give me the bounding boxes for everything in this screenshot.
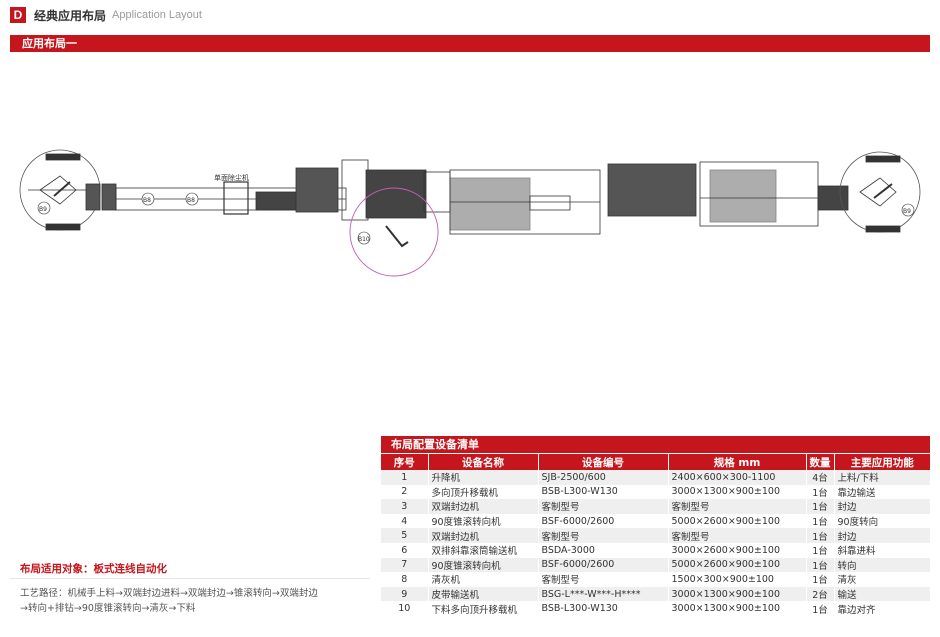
cell-index: 4	[381, 513, 429, 529]
cell-spec: 客制型号	[668, 499, 807, 514]
cell-code: BSB-L300-W130	[538, 484, 669, 500]
route-line-2: →转向+排钻→90度锥滚转向→清灰→下料	[20, 603, 196, 614]
cell-qty: 1台	[806, 542, 835, 558]
cell-qty: 1台	[806, 484, 835, 500]
apply-target: 布局适用对象：板式连线自动化	[20, 563, 167, 575]
page-title: 经典应用布局	[34, 8, 107, 23]
cell-code: BSF-6000/2600	[538, 513, 669, 529]
cell-function: 上料/下料	[834, 470, 930, 485]
cell-qty: 1台	[806, 572, 835, 587]
cell-code: 客制型号	[538, 499, 669, 514]
cell-spec: 3000×1300×900±100	[668, 601, 807, 616]
section-title-bar: 应用布局一	[10, 35, 930, 52]
cell-spec: 3000×1300×900±100	[668, 484, 807, 500]
cell-name: 双端封边机	[428, 499, 539, 514]
cell-spec: 3000×1300×900±100	[668, 586, 807, 602]
cell-code: BSF-6000/2600	[538, 557, 669, 573]
cell-function: 输送	[834, 586, 930, 602]
cell-code: BSB-L300-W130	[538, 601, 669, 616]
cell-index: 5	[381, 528, 429, 543]
cell-spec: 2400×600×300-1100	[668, 470, 807, 485]
table-header-row: 序号 设备名称 设备编号 规格 mm 数量 主要应用功能	[381, 453, 930, 470]
cell-name: 皮带输送机	[428, 586, 539, 602]
cell-index: 2	[381, 484, 429, 500]
cell-qty: 1台	[806, 513, 835, 529]
equipment-table-title: 布局配置设备清单	[381, 436, 930, 453]
cell-spec: 1500×300×900±100	[668, 572, 807, 587]
col-header-function: 主要应用功能	[834, 453, 930, 470]
cell-index: 6	[381, 542, 429, 558]
cell-function: 90度转向	[834, 513, 930, 529]
cell-code: 客制型号	[538, 572, 669, 587]
cell-index: 10	[381, 601, 429, 616]
cell-name: 多向顶升移载机	[428, 484, 539, 500]
cell-qty: 2台	[806, 586, 835, 602]
cell-name: 90度锥滚转向机	[428, 557, 539, 573]
label-b8-b: B8	[187, 197, 195, 204]
cell-function: 封边	[834, 528, 930, 543]
cell-code: BSG-L***-W***-H****	[538, 586, 669, 602]
cell-function: 靠边对齐	[834, 601, 930, 616]
cell-name: 升降机	[428, 470, 539, 485]
col-header-name: 设备名称	[428, 453, 539, 470]
cell-qty: 1台	[806, 557, 835, 573]
col-header-spec: 规格 mm	[668, 453, 807, 470]
route-line-1: 工艺路径：机械手上料→双端封边进料→双端封边→锥滚转向→双端封边	[20, 588, 318, 599]
cell-code: BSDA-3000	[538, 542, 669, 558]
col-header-qty: 数量	[806, 453, 835, 470]
layout-diagram: 单面除尘机 B9 B8 B8 B10 B9	[19, 149, 921, 277]
process-route: 工艺路径：机械手上料→双端封边进料→双端封边→锥滚转向→双端封边 →转向+排钻→…	[20, 586, 350, 616]
col-header-code: 设备编号	[538, 453, 669, 470]
page-subtitle: Application Layout	[112, 9, 202, 21]
label-b10: B10	[358, 236, 370, 243]
label-b9-right: B9	[903, 208, 911, 215]
label-dust-remover: 单面除尘机	[214, 173, 249, 182]
cell-index: 3	[381, 499, 429, 514]
cell-name: 90度锥滚转向机	[428, 513, 539, 529]
cell-name: 下料多向顶升移载机	[428, 601, 539, 616]
cell-function: 转向	[834, 557, 930, 573]
cell-spec: 3000×2600×900±100	[668, 542, 807, 558]
cell-name: 清灰机	[428, 572, 539, 587]
divider	[10, 578, 370, 579]
cell-qty: 1台	[806, 528, 835, 543]
cell-index: 7	[381, 557, 429, 573]
cell-index: 1	[381, 470, 429, 485]
cell-spec: 5000×2600×900±100	[668, 557, 807, 573]
cell-spec: 客制型号	[668, 528, 807, 543]
cell-function: 靠边输送	[834, 484, 930, 500]
cell-qty: 1台	[806, 499, 835, 514]
label-b9-left: B9	[39, 206, 47, 213]
cell-function: 清灰	[834, 572, 930, 587]
cell-index: 9	[381, 586, 429, 602]
cell-function: 斜靠进料	[834, 542, 930, 558]
cell-function: 封边	[834, 499, 930, 514]
cell-name: 双端封边机	[428, 528, 539, 543]
cell-qty: 1台	[806, 601, 835, 616]
cell-spec: 5000×2600×900±100	[668, 513, 807, 529]
page-header: D 经典应用布局 Application Layout	[10, 5, 202, 25]
cell-code: 客制型号	[538, 528, 669, 543]
section-logo: D	[10, 7, 26, 23]
cell-code: SJB-2500/600	[538, 470, 669, 485]
cell-name: 双排斜靠滚筒输送机	[428, 542, 539, 558]
cell-index: 8	[381, 572, 429, 587]
cell-qty: 4台	[806, 470, 835, 485]
col-header-index: 序号	[381, 453, 429, 470]
label-b8-a: B8	[143, 197, 151, 204]
